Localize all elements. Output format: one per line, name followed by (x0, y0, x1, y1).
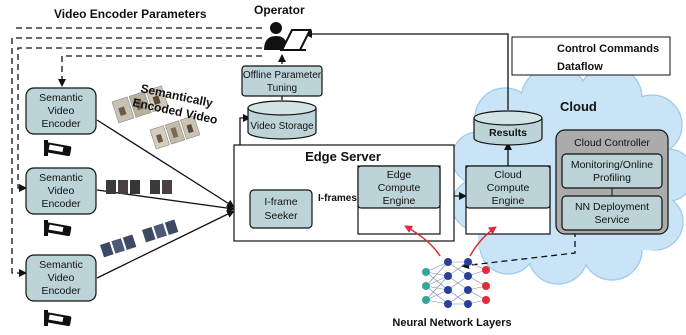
camera-icon (44, 310, 72, 327)
encoder-2-line3: Encoder (41, 198, 81, 210)
nn-deploy-line1: NN Deployment (575, 201, 649, 213)
encoder-2: Semantic Video Encoder (25, 167, 97, 215)
iframe-seeker-line2: Seeker (264, 210, 298, 222)
camera-icon (44, 220, 72, 237)
operator-label: Operator (254, 3, 305, 17)
video-storage-label: Video Storage (250, 121, 314, 132)
cloud-title: Cloud (560, 99, 597, 114)
encoder-3: Semantic Video Encoder (25, 254, 97, 302)
header-title: Video Encoder Parameters (54, 7, 207, 21)
iframes-label: I-frames (318, 193, 357, 204)
edge-server-title: Edge Server (305, 149, 381, 164)
encoder-1-line3: Encoder (41, 118, 81, 130)
cloud-controller-title: Cloud Controller (574, 137, 650, 149)
operator-icon (264, 22, 312, 51)
iframe-seeker-box: I-frame Seeker (249, 189, 313, 229)
camera-icon (44, 140, 72, 157)
video-storage-cylinder: Video Storage (247, 100, 317, 140)
nn-deploy-curves (404, 225, 497, 257)
edge-engine-line2: Compute (378, 182, 421, 194)
raw-frames (100, 180, 179, 258)
cloud-engine-line2: Compute (487, 182, 530, 194)
encoder-3-line3: Encoder (41, 285, 81, 297)
cloud-engine-line3: Engine (492, 195, 525, 207)
neural-network-icon (422, 258, 490, 308)
legend-control: Control Commands (557, 43, 659, 55)
cloud-engine-line1: Cloud (494, 169, 522, 181)
cloud-controller: Cloud Controller Monitoring/Online Profi… (555, 129, 669, 235)
monitoring-line1: Monitoring/Online (571, 159, 653, 171)
monitoring-line2: Profiling (593, 172, 631, 184)
encoder-1-line1: Semantic (39, 92, 83, 104)
encoder-2-line2: Video (48, 185, 75, 197)
edge-engine-line3: Engine (383, 195, 416, 207)
legend-box (511, 36, 671, 76)
offline-tuning-line2: Tuning (267, 83, 297, 94)
encoder-3-line1: Semantic (39, 259, 83, 271)
offline-tuning-line1: Offline Parameter (243, 70, 322, 81)
encoder-3-line2: Video (48, 272, 75, 284)
nn-deploy-line2: Service (594, 214, 629, 226)
offline-tuning-box: Offline Parameter Tuning (241, 65, 323, 97)
semantic-frames (111, 85, 201, 150)
iframe-seeker-line1: I-frame (264, 196, 297, 208)
encoder-2-line1: Semantic (39, 172, 83, 184)
results-cylinder: Results (473, 110, 543, 146)
cloud-compute-engine: Cloud Compute Engine (465, 165, 551, 235)
legend-dataflow: Dataflow (557, 61, 603, 73)
nn-label: Neural Network Layers (392, 317, 511, 329)
edge-engine-line1: Edge (387, 169, 412, 181)
results-label: Results (489, 127, 527, 139)
edge-compute-engine: Edge Compute Engine (357, 165, 441, 235)
encoder-1: Semantic Video Encoder (25, 87, 97, 135)
encoder-1-line2: Video (48, 105, 75, 117)
